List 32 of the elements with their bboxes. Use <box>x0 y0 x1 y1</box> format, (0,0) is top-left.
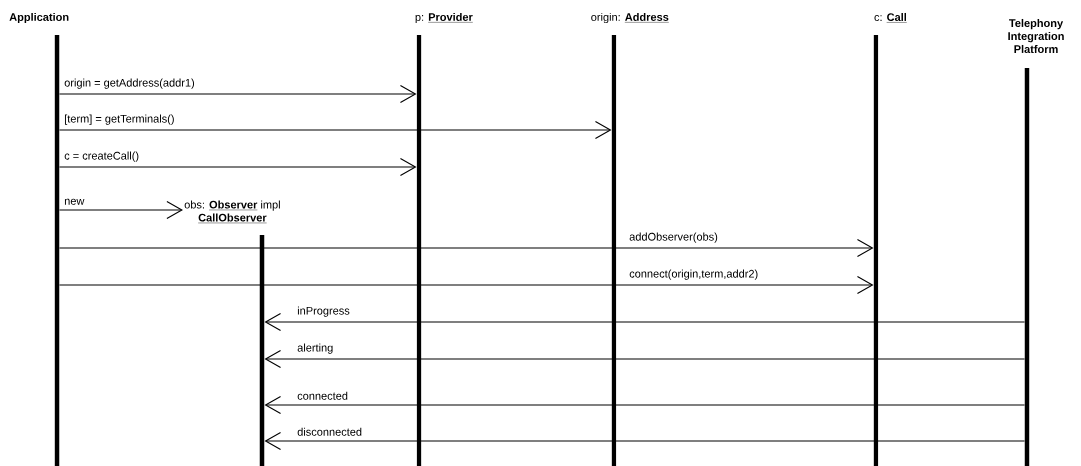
lifeline-bar <box>1024 68 1030 466</box>
message-label: alerting <box>297 343 333 354</box>
message-label: connected <box>297 391 348 400</box>
message-arrow <box>58 200 183 220</box>
message-arrow <box>58 120 612 140</box>
lifeline-bar <box>873 35 879 466</box>
message-arrow <box>58 157 417 177</box>
lifeline-bar <box>416 35 422 466</box>
lifeline-heading: Application <box>9 12 69 24</box>
object-heading: obs: Observer impl CallObserver <box>184 200 280 224</box>
message-arrow <box>264 395 1026 415</box>
lifeline-bar <box>54 35 60 466</box>
lifeline-heading: Telephony Integration Platform <box>1008 18 1064 54</box>
lifeline-heading: p: Provider <box>415 12 473 24</box>
lifeline-heading: c: Call <box>874 12 907 23</box>
message-label: disconnected <box>297 427 362 436</box>
message-arrow <box>264 431 1026 451</box>
message-label: connect(origin,term,addr2) <box>629 269 758 280</box>
message-arrow <box>58 275 874 295</box>
message-arrow <box>264 349 1026 369</box>
lifeline-heading: origin: Address <box>591 12 669 24</box>
message-label: origin = getAddress(addr1) <box>64 78 195 89</box>
message-label: inProgress <box>297 306 350 317</box>
message-arrow <box>58 84 417 104</box>
message-label: [term] = getTerminals() <box>65 114 174 125</box>
lifeline-bar <box>611 35 617 466</box>
message-label: addObserver(obs) <box>629 232 718 243</box>
message-label: c = createCall() <box>64 151 139 162</box>
message-arrow <box>58 238 874 258</box>
message-label: new <box>64 198 85 205</box>
lifeline-bar <box>259 235 265 466</box>
message-arrow <box>264 312 1026 332</box>
